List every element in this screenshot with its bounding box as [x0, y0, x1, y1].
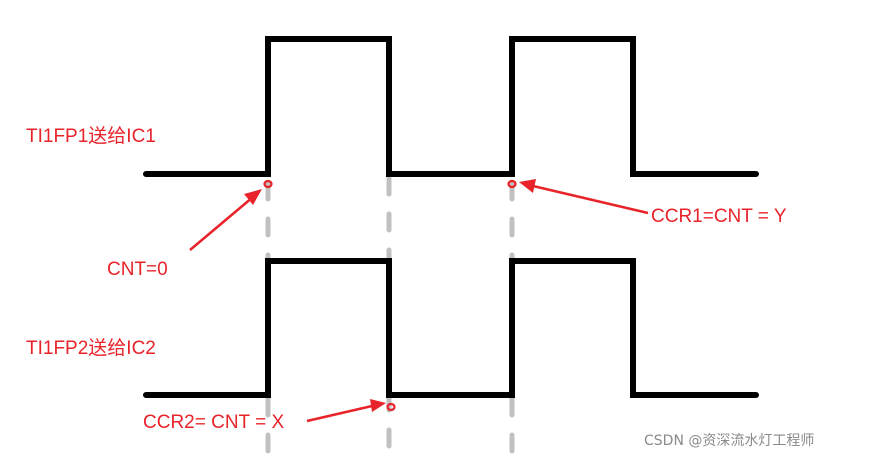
watermark: CSDN @资深流水灯工程师 [644, 433, 815, 449]
arrow-ccr2 [306, 404, 373, 423]
label-cnt-zero: CNT=0 [107, 259, 168, 280]
arrowhead-ccr2 [370, 399, 386, 412]
arrowhead-cnt0 [244, 189, 262, 205]
label-ti1fp1-to-ic1: TI1FP1送给IC1 [26, 126, 156, 147]
arrowhead-ccr1 [519, 179, 536, 193]
arrow-cnt0 [189, 196, 254, 251]
label-ti1fp2-to-ic2: TI1FP2送给IC2 [26, 338, 156, 359]
arrow-ccr1 [532, 184, 649, 215]
capture-marker-ccr2 [386, 402, 396, 412]
capture-marker-cnt0 [263, 179, 273, 189]
label-ccr1: CCR1=CNT = Y [651, 206, 787, 227]
waveform-ti1fp1 [143, 36, 759, 177]
waveform-ti1fp2 [143, 258, 759, 398]
label-ccr2: CCR2= CNT = X [143, 412, 285, 433]
capture-marker-ccr1 [507, 179, 517, 189]
